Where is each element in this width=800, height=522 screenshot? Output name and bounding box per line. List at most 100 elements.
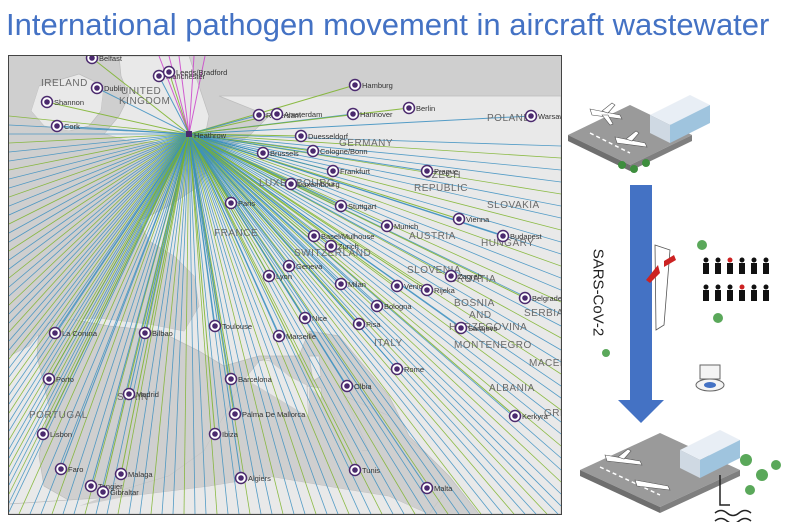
route-line [188, 133, 526, 299]
city-marker[interactable]: Pisa [352, 317, 382, 331]
city-label: Lisbon [50, 430, 72, 439]
city-marker[interactable]: Nice [298, 311, 328, 325]
country-label: POLAND [487, 113, 531, 124]
person-icon [715, 257, 721, 274]
city-marker[interactable]: Belgrade [518, 291, 562, 305]
city-marker[interactable]: Vienna [452, 212, 491, 226]
city-marker[interactable]: Gibraltar [96, 485, 140, 499]
route-line [9, 133, 190, 306]
city-marker[interactable]: Warsaw [524, 109, 562, 123]
route-line [188, 133, 561, 387]
route-line [128, 133, 190, 514]
city-marker[interactable]: Porto [42, 372, 74, 386]
city-marker[interactable]: Bologna [370, 299, 413, 313]
city-marker[interactable]: Cologne/Bonn [306, 144, 368, 158]
route-line [188, 133, 493, 514]
city-label: Toulouse [222, 322, 252, 331]
city-marker[interactable]: Rome [390, 362, 425, 376]
city-label: Prague [434, 167, 458, 176]
city-marker[interactable]: Paris [224, 196, 256, 210]
city-marker[interactable]: Tangier [84, 479, 124, 493]
city-marker[interactable]: Budapest [496, 229, 543, 243]
city-marker[interactable]: La Coruna [48, 326, 98, 340]
route-line [188, 133, 559, 514]
city-marker[interactable]: Rotterdam [252, 108, 302, 122]
city-label: Luxembourg [298, 180, 340, 189]
city-marker[interactable]: Kerkyra [508, 409, 549, 423]
route-line [9, 133, 190, 432]
route-line [188, 133, 372, 514]
route-line [60, 133, 190, 470]
city-marker[interactable]: Madrid [122, 387, 159, 401]
route-line [51, 133, 190, 514]
country-label: CZECH [424, 170, 461, 181]
route-line [188, 133, 229, 514]
city-marker[interactable]: Dublin [90, 81, 126, 95]
city-marker[interactable]: Sarajevo [454, 321, 498, 335]
city-marker[interactable]: Hamburg [348, 78, 393, 92]
city-marker[interactable]: Cork [50, 119, 81, 133]
person-icon [703, 284, 709, 301]
city-marker[interactable]: Palma De Mallorca [228, 407, 307, 421]
route-line [9, 133, 190, 144]
city-label: Paris [238, 199, 255, 208]
city-marker[interactable]: Venice [390, 279, 427, 293]
city-marker[interactable]: Berlin [402, 101, 436, 115]
city-marker[interactable]: Marseille [272, 329, 317, 343]
country-label: BOSNIA [454, 298, 495, 309]
city-marker[interactable]: Algiers [234, 471, 272, 485]
virus-icons [740, 454, 781, 495]
country-label: ITALY [374, 338, 403, 349]
route-line [73, 133, 190, 514]
city-marker[interactable]: Shannon [40, 95, 85, 109]
city-marker[interactable]: Prague [420, 164, 459, 178]
city-marker[interactable]: Zurich [324, 239, 359, 253]
city-marker[interactable]: Hannover [346, 107, 394, 121]
route-line [188, 133, 561, 171]
city-marker[interactable]: Basel/Mulhouse [307, 229, 375, 243]
route-line [188, 133, 561, 243]
route-line [188, 133, 462, 329]
city-marker[interactable]: Malta [420, 481, 454, 495]
city-marker[interactable]: Geneva [282, 259, 324, 273]
city-marker[interactable]: Milan [334, 277, 366, 291]
city-marker[interactable]: Toulouse [208, 319, 253, 333]
route-line [188, 133, 383, 514]
city-marker[interactable]: Rijeka [420, 283, 456, 297]
city-marker[interactable]: Faro [54, 462, 84, 476]
city-marker[interactable]: Lyon [262, 269, 293, 283]
city-marker[interactable]: Olbia [340, 379, 373, 393]
city-marker[interactable]: Leeds/Bradford [162, 65, 228, 79]
city-marker[interactable]: Munich [380, 219, 419, 233]
route-line [188, 133, 561, 351]
route-line [96, 87, 190, 135]
city-marker[interactable]: Brussels [256, 146, 300, 160]
route-line [168, 71, 190, 135]
route-line [188, 133, 460, 514]
person-icon [727, 284, 733, 301]
city-marker[interactable]: Amsterdam [270, 107, 323, 121]
plane-icon [604, 448, 671, 491]
city-marker[interactable]: Barcelona [224, 372, 273, 386]
virus-icons [602, 240, 723, 357]
route-line [188, 133, 561, 447]
city-marker[interactable]: Duesseldorf [294, 129, 349, 143]
city-label: Belgrade [532, 294, 561, 303]
route-line [188, 133, 218, 514]
person-icon [715, 284, 721, 301]
route-line [188, 115, 532, 135]
city-marker[interactable]: Luxembourg [284, 177, 340, 191]
person-icon [739, 257, 745, 274]
city-marker[interactable]: Zagreb [444, 269, 482, 283]
city-marker[interactable]: Belfast [85, 56, 123, 65]
city-marker[interactable]: Lisbon [36, 427, 73, 441]
city-marker[interactable]: Tunis [348, 463, 381, 477]
city-marker[interactable]: Stuttgart [334, 199, 378, 213]
city-marker[interactable]: Bilbao [138, 326, 173, 340]
city-marker[interactable]: Ibiza [208, 427, 239, 441]
country-label: IRELAND [41, 78, 88, 89]
city-marker[interactable]: Malaga [114, 467, 154, 481]
city-marker[interactable]: Frankfurt [326, 164, 371, 178]
route-line [188, 84, 356, 135]
hub-marker[interactable]: Heathrow [186, 131, 227, 140]
